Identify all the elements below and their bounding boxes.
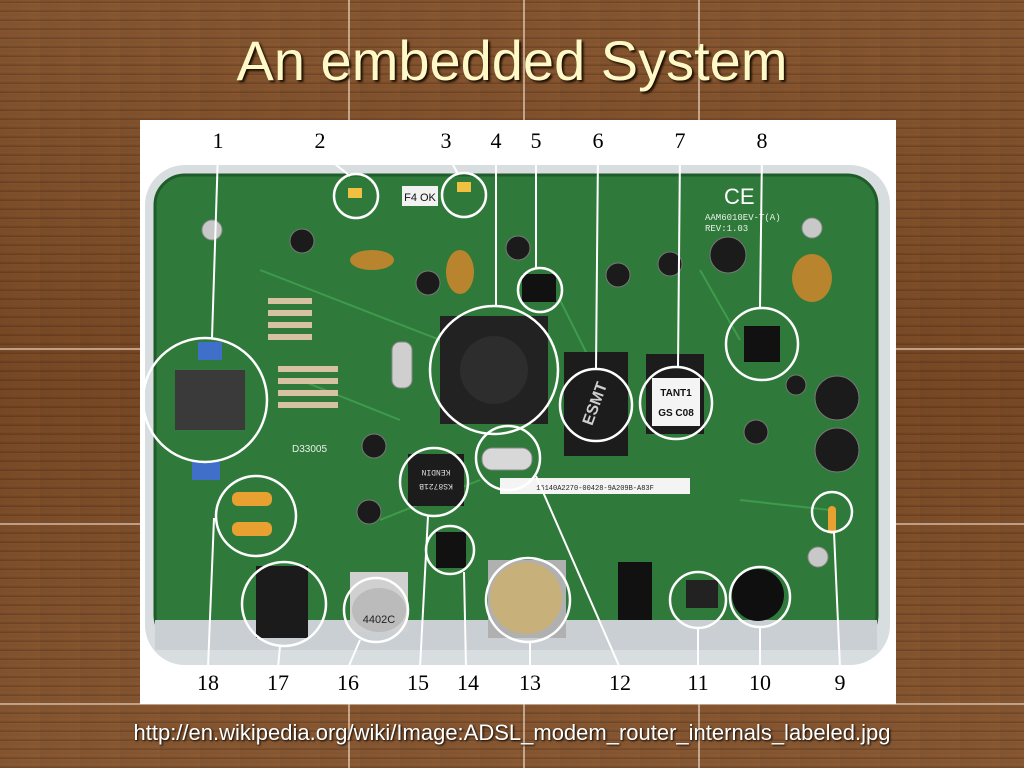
barcode-label	[500, 478, 690, 494]
jumper	[522, 274, 556, 302]
mount-hole	[807, 546, 829, 568]
svg-text:KENDIN: KENDIN	[421, 467, 450, 476]
callout-circle-9	[810, 490, 854, 534]
callout-label-15: 15	[407, 670, 429, 695]
callout-circle-4	[428, 304, 560, 436]
callout-label-3: 3	[441, 128, 452, 153]
component-9	[828, 506, 836, 534]
callout-label-18: 18	[197, 670, 219, 695]
callout-label-16: 16	[337, 670, 359, 695]
kendin-chip	[408, 454, 464, 506]
callout-circles	[141, 171, 854, 648]
callout-label-4: 4	[491, 128, 502, 153]
callout-numbers: 1 2 3 4 5 6 7 8 9 10 11 12 13 14 15 16 1…	[197, 128, 846, 695]
callout-circle-17	[240, 560, 328, 648]
switch-11	[686, 580, 718, 608]
leader-lines	[207, 151, 841, 669]
rj11-jack	[256, 566, 308, 638]
f4-ok-text: F4 OK	[404, 192, 436, 204]
callout-label-1: 1	[213, 128, 224, 153]
callout-label-8: 8	[757, 128, 768, 153]
callout-label-2: 2	[315, 128, 326, 153]
callout-label-7: 7	[675, 128, 686, 153]
resistor-arrays	[268, 298, 338, 408]
callout-label-12: 12	[609, 670, 631, 695]
callout-label-5: 5	[531, 128, 542, 153]
callout-circle-7	[638, 365, 714, 441]
svg-text:KS8721B: KS8721B	[419, 481, 453, 490]
tantalum-cap	[232, 522, 272, 536]
power-jack	[732, 569, 784, 621]
flash-label-1: TANT1	[660, 388, 692, 399]
callout-circle-16	[342, 576, 410, 644]
board-illustration: F4 OK CE AAM6010EV-T(A) REV:1.03 D33005	[141, 128, 890, 695]
svg-text:4402C: 4402C	[363, 614, 395, 626]
svg-text:16140A2270-00428-9A209B-A83F: 16140A2270-00428-9A209B-A83F	[536, 485, 654, 493]
callout-circle-3	[440, 171, 488, 219]
chip-14	[436, 532, 466, 568]
led-3	[457, 182, 471, 192]
callout-label-13: 13	[519, 670, 541, 695]
mount-hole	[801, 217, 823, 239]
mount-hole	[201, 219, 223, 241]
callout-circle-18	[214, 474, 298, 558]
callout-circle-15	[398, 446, 470, 518]
rev-label: REV:1.03	[705, 224, 748, 234]
callout-circle-1	[141, 336, 269, 464]
aam-label: AAM6010EV-T(A)	[705, 213, 781, 223]
inductor	[350, 250, 394, 270]
callout-circle-8	[724, 306, 800, 382]
callout-circle-12	[474, 424, 542, 492]
flash-label-2: GS C08	[658, 408, 694, 419]
d-label: D33005	[292, 444, 327, 455]
callout-label-11: 11	[687, 670, 708, 695]
tantalum-cap	[232, 492, 272, 506]
callout-label-17: 17	[267, 670, 289, 695]
led-2	[348, 188, 362, 198]
ce-mark: CE	[724, 184, 755, 209]
callout-label-9: 9	[835, 670, 846, 695]
chip-8	[744, 326, 780, 362]
f4-ok-sticker	[402, 186, 438, 206]
transformer	[175, 370, 245, 430]
inductor	[792, 254, 832, 302]
labeled-board-photo: F4 OK CE AAM6010EV-T(A) REV:1.03 D33005	[140, 120, 896, 704]
source-link[interactable]: http://en.wikipedia.org/wiki/Image:ADSL_…	[133, 720, 891, 745]
callout-circle-5	[516, 266, 564, 314]
header-12	[618, 562, 652, 620]
callout-circle-2	[332, 172, 380, 220]
callout-circle-13	[484, 556, 572, 644]
slide-title: An embedded System	[236, 29, 788, 92]
crystal	[391, 341, 413, 389]
callout-label-14: 14	[457, 670, 479, 695]
callout-label-6: 6	[593, 128, 604, 153]
callout-label-10: 10	[749, 670, 771, 695]
capacitors	[289, 228, 860, 525]
crystal-12	[481, 447, 533, 471]
inductor	[446, 250, 474, 294]
